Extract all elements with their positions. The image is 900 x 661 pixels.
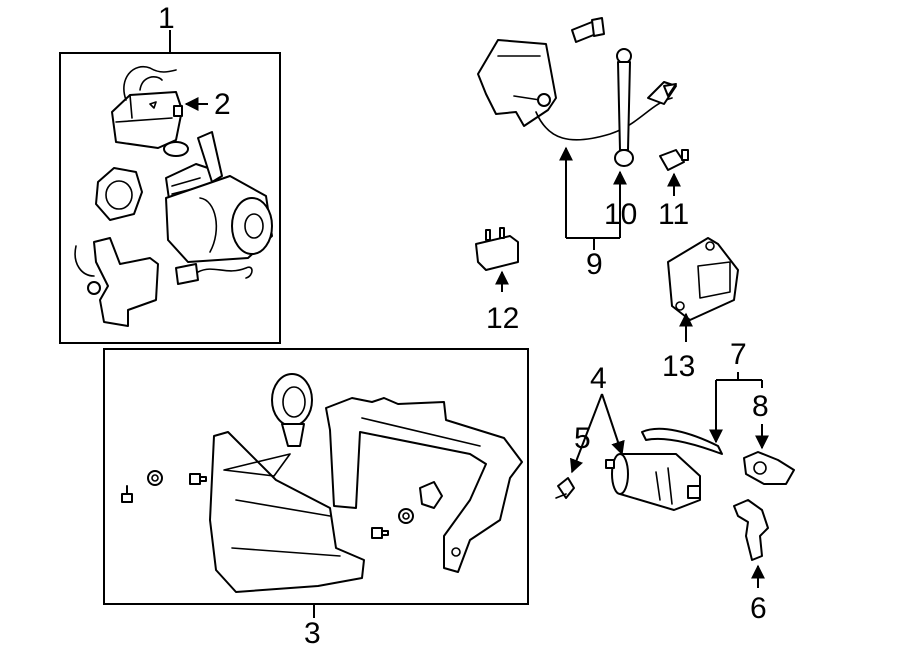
sensor-link-icon [614,48,634,167]
gasket-icon [95,167,143,221]
callout-4: 4 [590,362,607,395]
clamp-icon [555,477,575,499]
callout-8: 8 [752,390,769,423]
sensor-harness-icon [535,81,677,141]
valve-icon [659,149,689,171]
sensor-bracket-icon [477,39,557,127]
air-hose-icon [641,427,723,455]
callout-2: 2 [214,88,231,121]
frame-bracket-icon [325,397,523,573]
wiring-harness-icon [175,263,253,285]
callout-13: 13 [662,350,695,383]
bolt-icon [571,17,605,43]
compressor-assembly-group: 1 2 [59,2,281,344]
callout-7: 7 [730,338,747,371]
callout-12: 12 [486,302,519,335]
callout-1: 1 [158,2,175,35]
retaining-clip-icon [733,499,769,561]
compressor-motor-icon [165,131,273,263]
callout-3: 3 [304,617,321,650]
shield-bracket-box [103,348,529,605]
callout-9: 9 [586,248,603,281]
relay-bracket-icon [111,65,183,149]
grommet-icon [271,373,313,447]
callout-11: 11 [658,198,689,231]
o-ring-icon [163,141,189,157]
splash-shield-icon [209,431,365,593]
control-module-icon [667,237,739,321]
air-dryer-icon [605,453,701,511]
callout-10: 10 [604,198,637,231]
shield-bracket-group: 3 [103,348,529,650]
mounting-bracket-icon [74,237,159,327]
fastener-icons [121,470,443,539]
relay-icon [475,227,519,271]
callout-6: 6 [750,592,767,625]
callout-5: 5 [574,422,591,455]
fitting-icon [743,451,795,485]
